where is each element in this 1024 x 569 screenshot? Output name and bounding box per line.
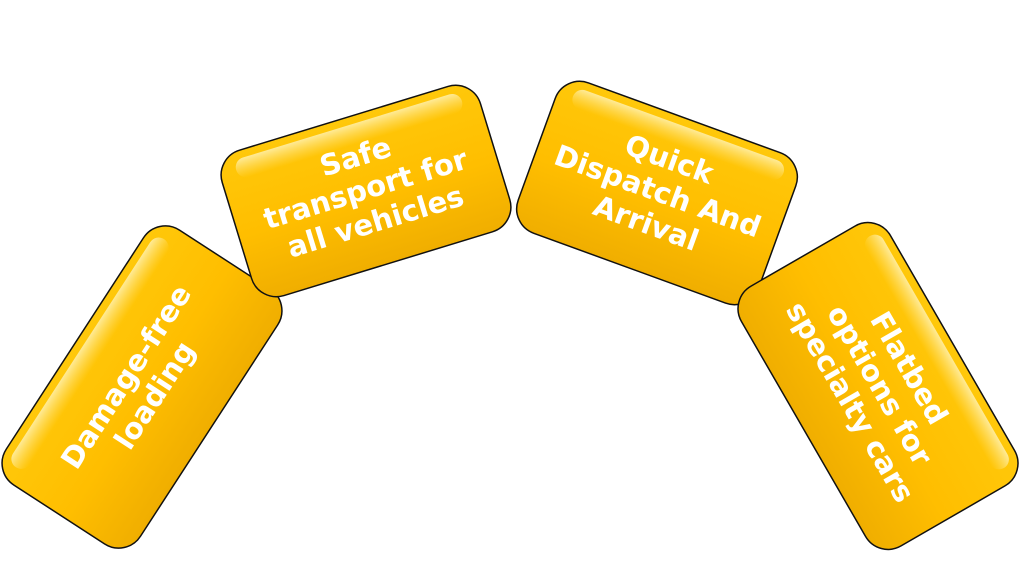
- box-4-shine: [864, 234, 1009, 470]
- box-2-shine: [235, 93, 463, 178]
- box-1-shape: [1, 225, 283, 549]
- box-safe-transport: Safe transport for all vehicles: [220, 84, 512, 298]
- box-1-shine: [11, 237, 169, 469]
- box-quick-dispatch: Quick Dispatch And Arrival: [515, 80, 799, 306]
- box-2-shape: [220, 84, 512, 298]
- box-3-shape: [515, 80, 799, 306]
- box-damage-free-loading: Damage-free loading: [1, 225, 283, 549]
- box-flatbed-options: Flatbed options for specialty cars: [737, 221, 1019, 551]
- box-3-shine: [572, 89, 785, 180]
- box-4-shape: [737, 221, 1019, 551]
